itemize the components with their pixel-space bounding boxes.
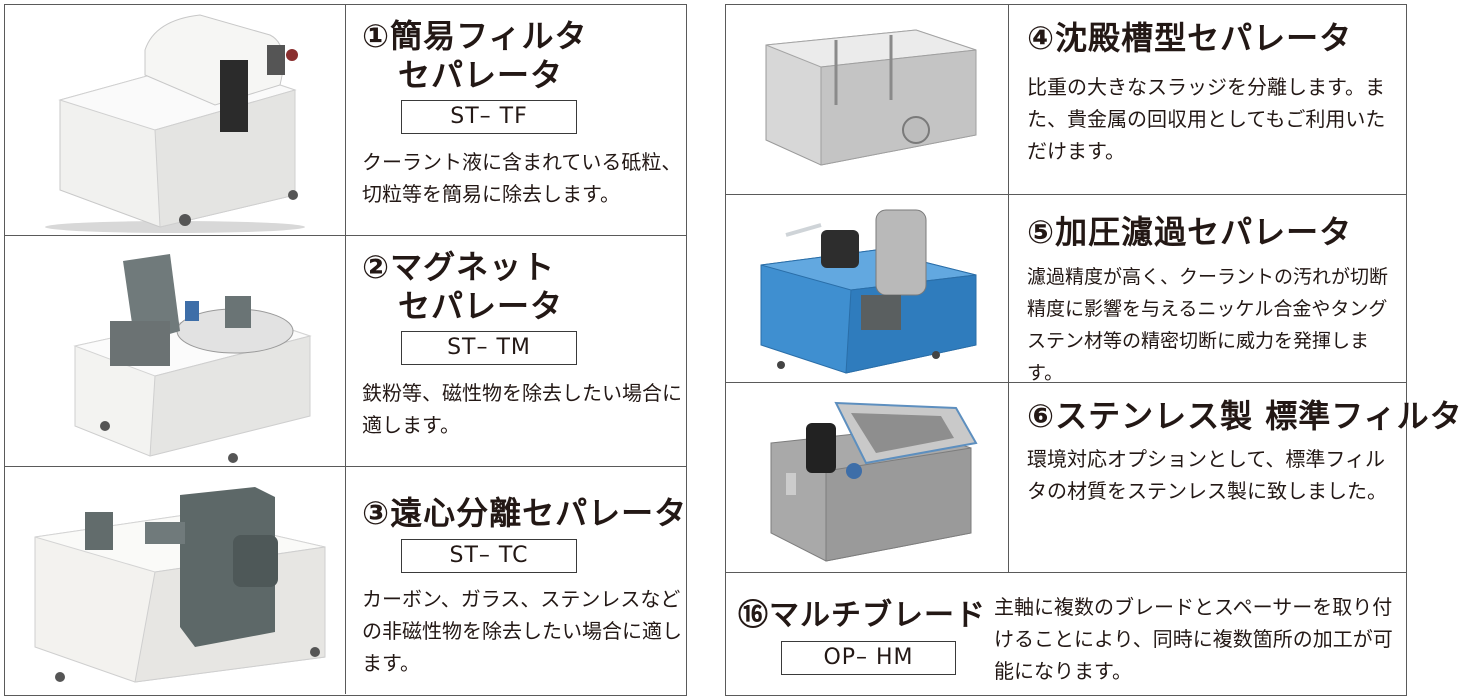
product-description: カーボン、ガラス、ステンレスなどの非磁性物を除去したい場合に適します。 <box>362 587 682 675</box>
model-code-box: ST– TM <box>401 331 577 365</box>
product-title: ②マグネット <box>362 248 556 286</box>
product-description: 濾過精度が高く、クーラントの汚れが切断精度に影響を与えるニッケル合金やタングステ… <box>1027 266 1389 384</box>
product-row-magnet: ②マグネット セパレータ ST– TM 鉄粉等、磁性物を除去したい場合に適します… <box>5 236 686 467</box>
product-title: ④沈殿槽型セパレータ <box>1027 19 1353 57</box>
magnet-separator-text: ②マグネット セパレータ ST– TM 鉄粉等、磁性物を除去したい場合に適します… <box>346 236 686 466</box>
product-row-simple-filter: ①簡易フィルタ セパレータ ST– TF クーラント液に含まれている砥粒、切粒等… <box>5 5 686 236</box>
product-title: ⑥ステンレス製 標準フィルタ <box>1027 397 1463 435</box>
model-code-box: ST– TC <box>401 539 577 573</box>
stainless-filter-text: ⑥ステンレス製 標準フィルタ 環境対応オプションとして、標準フィルタの材質をステ… <box>1009 383 1462 572</box>
right-product-table: ④沈殿槽型セパレータ 比重の大きなスラッジを分離します。また、貴金属の回収用とし… <box>725 4 1462 696</box>
simple-filter-image <box>5 5 346 235</box>
product-row-stainless-filter: ⑥ステンレス製 標準フィルタ 環境対応オプションとして、標準フィルタの材質をステ… <box>726 383 1462 573</box>
left-product-table: ①簡易フィルタ セパレータ ST– TF クーラント液に含まれている砥粒、切粒等… <box>4 4 687 696</box>
pressure-filter-image <box>726 195 1009 382</box>
product-title-line2: セパレータ <box>398 56 564 94</box>
product-description: 環境対応オプションとして、標準フィルタの材質をステンレス製に致しました。 <box>1027 447 1387 503</box>
product-row-centrifugal: ③遠心分離セパレータ ST– TC カーボン、ガラス、ステンレスなどの非磁性物を… <box>5 467 686 694</box>
simple-filter-text: ①簡易フィルタ セパレータ ST– TF クーラント液に含まれている砥粒、切粒等… <box>346 5 686 235</box>
product-row-sedimentation: ④沈殿槽型セパレータ 比重の大きなスラッジを分離します。また、貴金属の回収用とし… <box>726 5 1406 195</box>
product-description: 主軸に複数のブレードとスペーサーを取り付けることにより、同時に複数箇所の加工が可… <box>994 595 1393 683</box>
product-title: ⑤加圧濾過セパレータ <box>1027 213 1353 251</box>
magnet-separator-image <box>5 236 346 466</box>
product-title-line2: セパレータ <box>398 287 564 325</box>
product-row-pressure-filter: ⑤加圧濾過セパレータ 濾過精度が高く、クーラントの汚れが切断精度に影響を与えるニ… <box>726 195 1406 384</box>
model-code-box: ST– TF <box>401 100 577 134</box>
product-title: ③遠心分離セパレータ <box>362 494 688 532</box>
product-row-multi-blade: ⑯マルチブレード OP– HM 主軸に複数のブレードとスペーサーを取り付けること… <box>726 573 1406 694</box>
product-description: 鉄粉等、磁性物を除去したい場合に適します。 <box>362 381 682 437</box>
pressure-filter-text: ⑤加圧濾過セパレータ 濾過精度が高く、クーラントの汚れが切断精度に影響を与えるニ… <box>1009 195 1406 384</box>
stainless-filter-image <box>726 383 1009 572</box>
centrifugal-separator-text: ③遠心分離セパレータ ST– TC カーボン、ガラス、ステンレスなどの非磁性物を… <box>346 467 686 694</box>
product-description: クーラント液に含まれている砥粒、切粒等を簡易に除去します。 <box>362 150 682 206</box>
sedimentation-tank-text: ④沈殿槽型セパレータ 比重の大きなスラッジを分離します。また、貴金属の回収用とし… <box>1009 5 1406 194</box>
product-title: ①簡易フィルタ <box>362 17 588 55</box>
model-code-box: OP– HM <box>781 641 956 675</box>
centrifugal-separator-image <box>5 467 346 694</box>
product-title: ⑯マルチブレード <box>738 598 986 633</box>
product-description: 比重の大きなスラッジを分離します。また、貴金属の回収用としてもご利用いただけます… <box>1027 75 1386 163</box>
sedimentation-tank-image <box>726 5 1009 194</box>
